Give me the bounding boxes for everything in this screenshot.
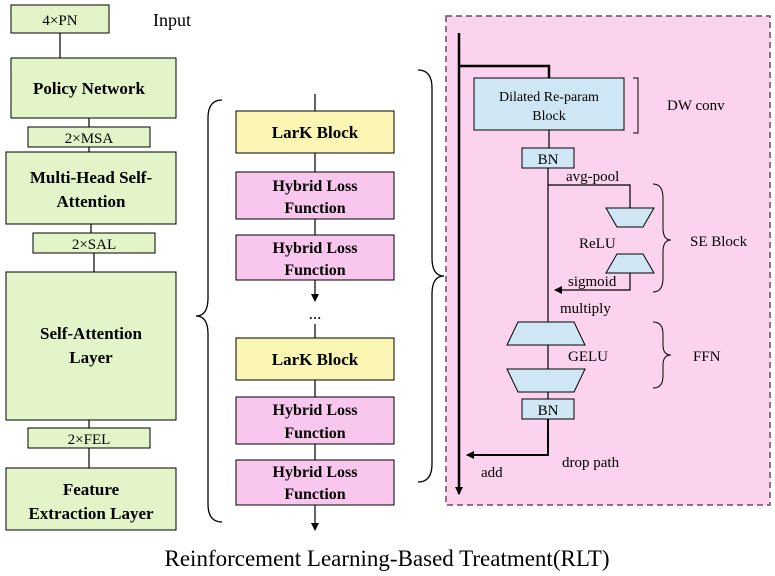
fel-tag-label: 2×FEL xyxy=(68,432,111,448)
se-block-label: SE Block xyxy=(690,234,748,250)
avg-pool-branch xyxy=(548,184,631,208)
hybrid-loss-box-3 xyxy=(235,396,395,445)
hybrid-3-line1: Hybrid Loss xyxy=(273,402,358,419)
ffn-expand-trapezoid xyxy=(506,321,586,346)
hybrid-4-line1: Hybrid Loss xyxy=(273,464,358,481)
left-brace xyxy=(195,99,223,523)
figure-caption: Reinforcement Learning-Based Treatment(R… xyxy=(165,546,610,571)
hybrid-1-line1: Hybrid Loss xyxy=(273,178,358,195)
dw-conv-label: DW conv xyxy=(667,98,725,114)
ffn-reduce-trapezoid xyxy=(506,368,586,393)
hybrid-4-line2: Function xyxy=(284,486,345,503)
detail-panel: Dilated Re-param Block DW conv BN avg-po… xyxy=(445,15,771,506)
avg-pool-label: avg-pool xyxy=(566,169,619,185)
right-brace xyxy=(417,69,445,483)
sal-tag-label: 2×SAL xyxy=(72,237,116,253)
policy-network-box xyxy=(10,57,177,119)
input-label: Input xyxy=(153,10,191,30)
relu-label: ReLU xyxy=(579,236,616,252)
self-attention-layer-box xyxy=(5,271,177,421)
hybrid-1-line2: Function xyxy=(284,200,345,217)
drop-path-arrow xyxy=(466,419,549,459)
sigmoid-branch xyxy=(554,273,631,294)
middle-column: LarK Block Hybrid Loss Function Hybrid L… xyxy=(235,94,395,531)
ffn-label: FFN xyxy=(693,349,721,365)
feature-extraction-layer-box xyxy=(5,467,177,531)
dw-conv-bracket xyxy=(633,77,639,134)
msa-tag-label: 2×MSA xyxy=(65,131,114,147)
lark-block-1 xyxy=(235,110,395,154)
se-expand-trapezoid xyxy=(605,253,655,274)
sal-label-line2: Layer xyxy=(69,348,113,367)
fel-label-line1: Feature xyxy=(63,480,120,499)
drop-path-label: drop path xyxy=(562,455,620,471)
add-label: add xyxy=(481,465,503,481)
bn-top-label: BN xyxy=(538,152,559,168)
se-block-bracket xyxy=(652,183,672,293)
multiply-label: multiply xyxy=(560,301,611,317)
hybrid-2-line2: Function xyxy=(284,262,345,279)
mhsa-label-line2: Attention xyxy=(57,192,126,211)
policy-network-label: Policy Network xyxy=(33,79,145,98)
branch-top xyxy=(459,64,551,78)
dilated-line2: Block xyxy=(532,109,565,124)
hybrid-2-line1: Hybrid Loss xyxy=(273,240,358,257)
hybrid-loss-box-4 xyxy=(235,459,395,506)
mhsa-label-line1: Multi-Head Self- xyxy=(30,168,153,187)
gelu-label: GELU xyxy=(568,349,608,365)
sal-label-line1: Self-Attention xyxy=(40,324,143,343)
se-reduce-trapezoid xyxy=(605,207,655,228)
lark-block-2 xyxy=(235,337,395,381)
lark-block-2-label: LarK Block xyxy=(272,350,359,369)
ellipsis: ... xyxy=(309,304,322,323)
dilated-line1: Dilated Re-param xyxy=(499,90,599,105)
input-box-label: 4×PN xyxy=(42,13,77,29)
sigmoid-label: sigmoid xyxy=(568,274,617,290)
hybrid-3-line2: Function xyxy=(284,425,345,442)
fel-label-line2: Extraction Layer xyxy=(28,504,154,523)
multi-head-self-attention-box xyxy=(5,151,177,225)
dilated-reparam-block xyxy=(473,77,625,131)
bn-bottom-label: BN xyxy=(538,403,559,419)
ffn-bracket xyxy=(652,321,672,389)
left-column: 4×PN Input Policy Network 2×MSA Multi-He… xyxy=(5,4,191,531)
input-box xyxy=(10,4,110,34)
hybrid-loss-box-1 xyxy=(235,171,395,220)
lark-block-1-label: LarK Block xyxy=(272,123,359,142)
